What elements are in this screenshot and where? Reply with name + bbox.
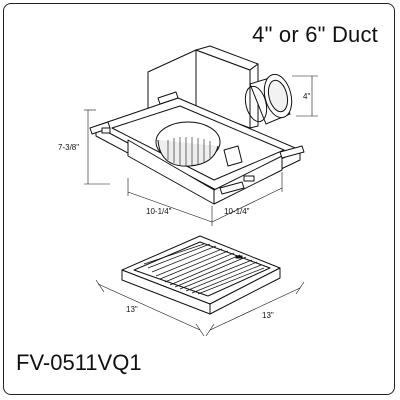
duct-adapter <box>244 73 293 125</box>
grille-left-label: 13" <box>126 305 138 314</box>
duct-diameter-label: 4" <box>303 92 310 101</box>
duct-size-title: 4" or 6" Duct <box>252 22 378 47</box>
grille-right-label: 13" <box>262 311 274 320</box>
height-dimension <box>84 109 110 185</box>
fan-housing <box>89 45 305 205</box>
grille-dimensions <box>95 279 305 337</box>
housing-height-label: 7-3/8" <box>58 143 79 152</box>
housing-width-left-label: 10-1/4" <box>146 207 172 216</box>
model-number: FV-0511VQ1 <box>16 350 142 375</box>
housing-width-dimensions <box>127 172 283 226</box>
grille <box>121 235 281 315</box>
duct-dimension <box>292 75 318 117</box>
housing-width-right-label: 10-1/4" <box>224 207 250 216</box>
